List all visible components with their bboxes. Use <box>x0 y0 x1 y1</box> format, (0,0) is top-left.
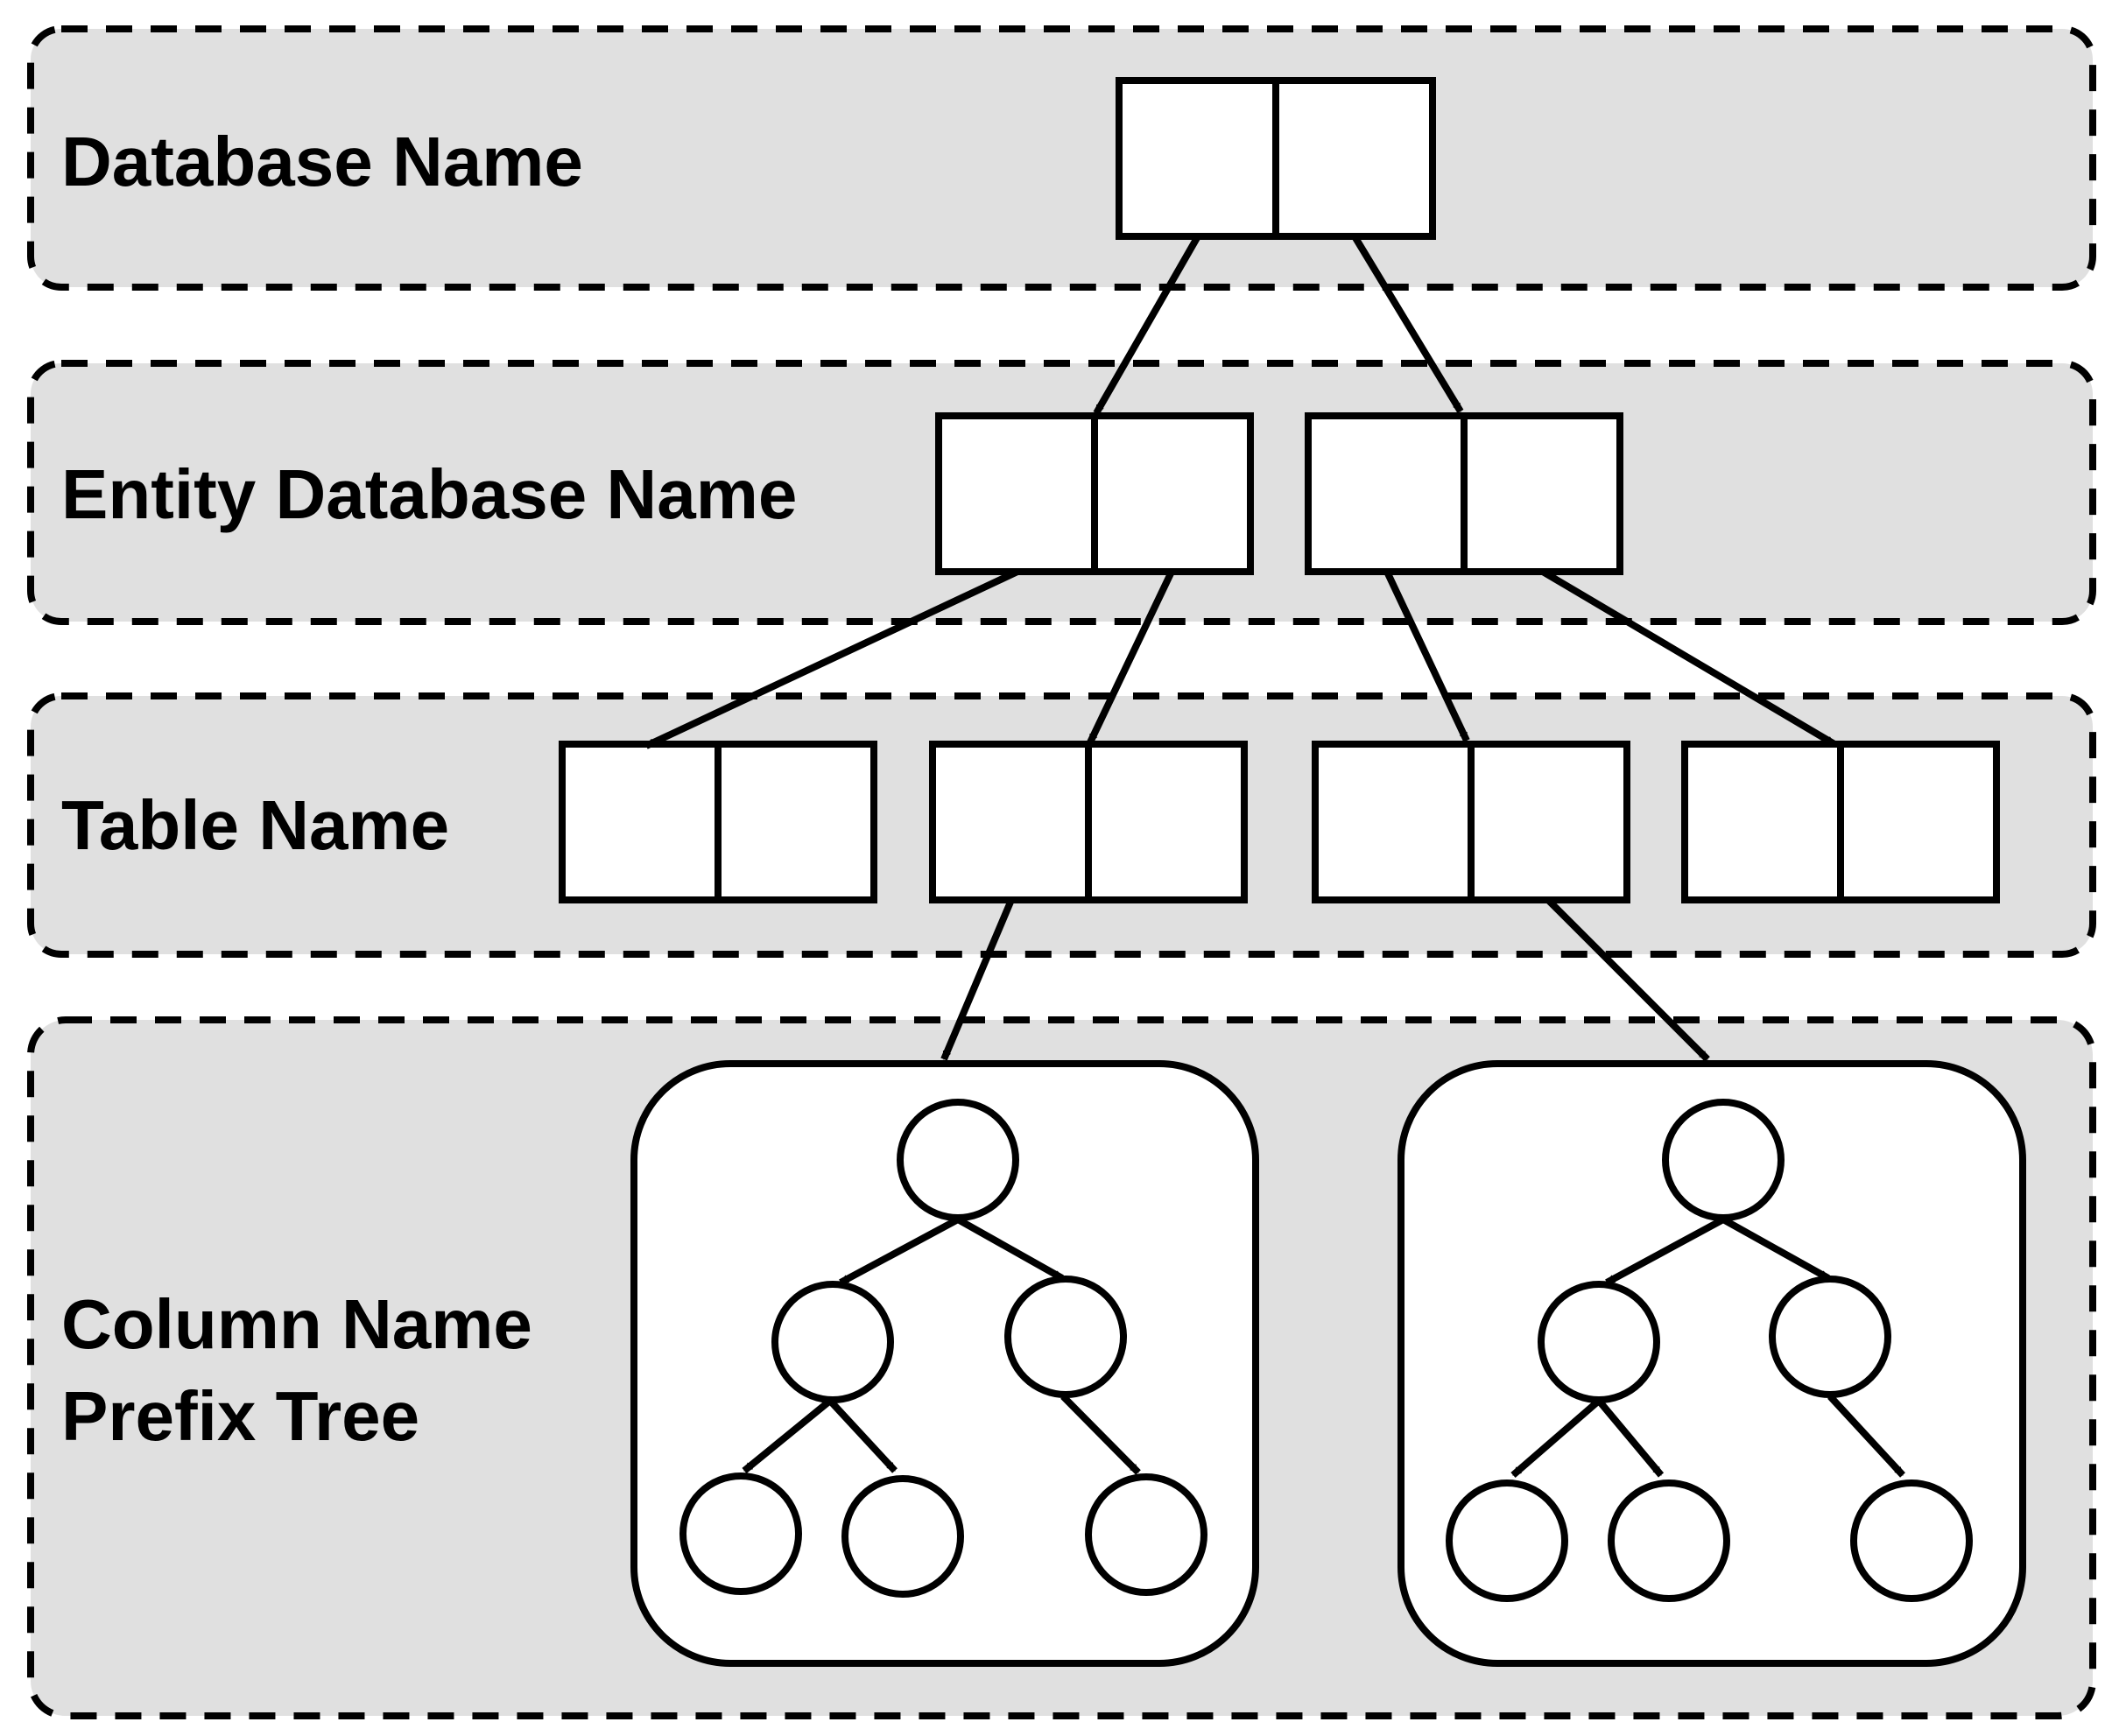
entity-database-node-2-cell-left <box>1305 412 1468 575</box>
prefix-tree-2-node-root <box>1662 1099 1785 1221</box>
prefix-tree-1-node-leaf3 <box>1085 1473 1207 1596</box>
prefix-tree-2-node-left <box>1538 1281 1660 1403</box>
prefix-tree-2-node-leaf2 <box>1608 1479 1730 1602</box>
prefix-tree-2-edge-root-right <box>1721 1216 1830 1282</box>
table-node-1 <box>559 741 877 903</box>
edge-entity-2-to-table-3 <box>1383 570 1470 742</box>
prefix-tree-1 <box>630 1060 1259 1667</box>
table-node-4-cell-left <box>1681 741 1844 903</box>
prefix-tree-2-edge-left-leaf1 <box>1510 1397 1602 1479</box>
hierarchy-edges <box>644 234 1837 1062</box>
edge-entity-2-to-table-4 <box>1540 568 1837 748</box>
prefix-tree-2-node-right <box>1769 1276 1891 1398</box>
table-node-1-cell-left <box>559 741 722 903</box>
table-node-3 <box>1312 741 1630 903</box>
database-node-cell-left <box>1116 77 1279 240</box>
prefix-tree-1-node-left <box>771 1281 894 1403</box>
database-node-cell-right <box>1272 77 1436 240</box>
prefix-tree-1-node-right <box>1004 1276 1127 1398</box>
edge-db-to-entity-1 <box>1093 235 1201 415</box>
prefix-tree-1-node-root <box>897 1099 1019 1221</box>
prefix-tree-1-edge-root-right <box>956 1216 1064 1282</box>
prefix-tree-2-edge-left-leaf2 <box>1595 1398 1665 1478</box>
layer-label-column-line1: Column Name <box>61 1285 532 1363</box>
table-node-2 <box>929 741 1248 903</box>
table-node-4-cell-right <box>1837 741 2000 903</box>
table-node-4 <box>1681 741 2000 903</box>
layer-database-band <box>27 25 2096 291</box>
prefix-tree-2-edge-root-left <box>1605 1216 1725 1286</box>
entity-database-node-2 <box>1305 412 1623 575</box>
edge-table-2-to-tree-1 <box>940 898 1015 1061</box>
prefix-tree-2-edge-right-leaf3 <box>1827 1394 1905 1478</box>
table-node-2-cell-right <box>1085 741 1248 903</box>
table-node-2-cell-left <box>929 741 1092 903</box>
prefix-tree-1-edge-left-leaf1 <box>742 1397 833 1474</box>
entity-database-node-2-cell-right <box>1461 412 1623 575</box>
table-node-3-cell-left <box>1312 741 1475 903</box>
prefix-tree-1-node-leaf2 <box>841 1475 964 1598</box>
database-node <box>1116 77 1436 240</box>
entity-database-node-1-cell-left <box>935 412 1098 575</box>
layer-label-database: Database Name <box>61 123 583 200</box>
edge-table-3-to-tree-2 <box>1545 897 1710 1062</box>
table-node-1-cell-right <box>715 741 877 903</box>
prefix-tree-1-edge-left-leaf2 <box>827 1398 898 1473</box>
layer-label-table: Table Name <box>61 786 449 864</box>
edge-db-to-entity-2 <box>1351 234 1464 414</box>
edge-entity-1-to-table-2 <box>1087 570 1175 744</box>
edge-entity-1-to-table-1 <box>644 568 1019 749</box>
prefix-tree-2 <box>1397 1060 2026 1667</box>
prefix-tree-1-node-leaf1 <box>679 1472 802 1595</box>
prefix-tree-2-node-leaf1 <box>1446 1479 1568 1602</box>
layer-label-entity-database: Entity Database Name <box>61 455 797 533</box>
prefix-tree-1-edge-right-leaf3 <box>1060 1394 1141 1475</box>
entity-database-node-1-cell-right <box>1091 412 1254 575</box>
table-node-3-cell-right <box>1468 741 1630 903</box>
layer-label-column-line2: Prefix Tree <box>61 1377 419 1455</box>
entity-database-node-1 <box>935 412 1254 575</box>
prefix-tree-2-node-leaf3 <box>1850 1479 1973 1602</box>
prefix-tree-1-edge-root-left <box>839 1216 960 1286</box>
